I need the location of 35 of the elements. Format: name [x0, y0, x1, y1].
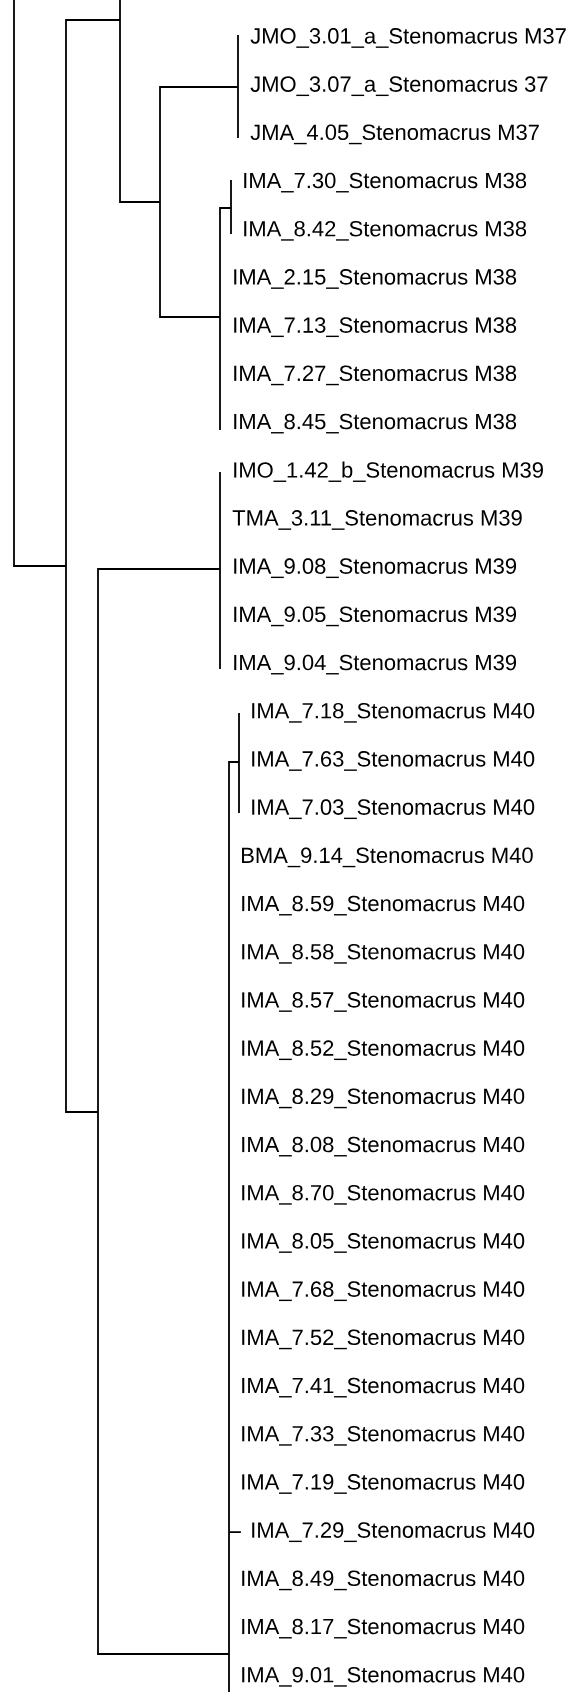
leaf-label: IMA_8.58_Stenomacrus M40 — [242, 943, 525, 964]
leaf-label: JMO_3.01_a_Stenomacrus M37 — [250, 28, 566, 48]
leaf-label: IMA_9.05_Stenomacrus M39 — [234, 606, 517, 627]
leaf-label: IMA_7.41_Stenomacrus M40 — [242, 1377, 525, 1398]
leaf-label: IMA_8.70_Stenomacrus M40 — [242, 1184, 525, 1205]
leaf-label: BMA_9.14_Stenomacrus M40 — [242, 847, 533, 868]
leaf-label: IMA_8.42_Stenomacrus M38 — [244, 220, 527, 241]
leaf-label: IMA_7.18_Stenomacrus M40 — [252, 702, 535, 723]
leaf-label: IMA_7.52_Stenomacrus M40 — [242, 1329, 525, 1350]
leaf-label: IMA_8.49_Stenomacrus M40 — [242, 1570, 525, 1591]
leaf-label: IMA_7.19_Stenomacrus M40 — [242, 1474, 525, 1494]
leaf-label: IMA_8.29_Stenomacrus M40 — [242, 1088, 525, 1109]
leaf-label: IMA_9.08_Stenomacrus M39 — [234, 558, 517, 579]
leaf-label: IMA_7.03_Stenomacrus M40 — [252, 799, 535, 820]
leaf-label: IMA_2.15_Stenomacrus M38 — [234, 269, 517, 289]
leaf-label: IMO_1.42_b_Stenomacrus M39 — [234, 461, 543, 482]
leaf-label: IMA_7.27_Stenomacrus M38 — [234, 365, 517, 386]
leaf-label: IMA_8.59_Stenomacrus M40 — [242, 895, 525, 916]
leaf-label: IMA_9.01_Stenomacrus M40 — [242, 1666, 525, 1687]
leaf-label: IMA_8.08_Stenomacrus M40 — [242, 1136, 525, 1157]
leaf-label: IMA_8.05_Stenomacrus M40 — [242, 1233, 525, 1253]
leaf-label: IMA_7.68_Stenomacrus M40 — [242, 1281, 525, 1302]
leaf-label: IMA_8.45_Stenomacrus M38 — [234, 413, 517, 434]
leaf-label: IMA_8.52_Stenomacrus M40 — [242, 1040, 525, 1061]
leaf-label: IMA_7.13_Stenomacrus M38 — [234, 317, 517, 338]
leaf-label: IMA_7.30_Stenomacrus M38 — [244, 172, 527, 193]
leaf-label: IMA_7.63_Stenomacrus M40 — [252, 751, 535, 771]
leaf-label: IMA_8.57_Stenomacrus M40 — [242, 992, 525, 1012]
leaf-label: TMA_3.11_Stenomacrus M39 — [232, 510, 522, 530]
leaf-label: IMA_7.29_Stenomacrus M40 — [252, 1522, 535, 1543]
leaf-label: JMA_4.05_Stenomacrus M37 — [250, 124, 539, 145]
leaf-label: IMA_7.33_Stenomacrus M40 — [242, 1425, 525, 1446]
leaf-label: JMO_3.07_a_Stenomacrus 37 — [250, 76, 548, 97]
leaf-label: IMA_8.17_Stenomacrus M40 — [242, 1618, 525, 1639]
leaf-label: IMA_9.04_Stenomacrus M39 — [234, 654, 517, 675]
